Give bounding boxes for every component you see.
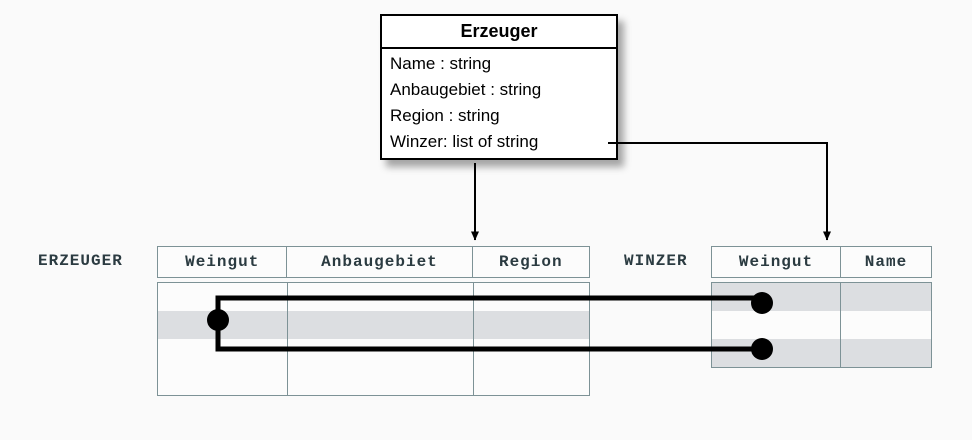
table-label-winzer: WINZER bbox=[624, 252, 688, 270]
uml-class-box-erzeuger: Erzeuger Name : string Anbaugebiet : str… bbox=[380, 14, 618, 160]
table-cell-name bbox=[841, 283, 931, 311]
column-header-weingut: Weingut bbox=[712, 247, 841, 277]
uml-class-name: Erzeuger bbox=[382, 16, 616, 49]
arrow-winzer-attribute-to-winzer-table bbox=[608, 142, 831, 241]
uml-attribute-name: Name : string bbox=[390, 53, 492, 73]
table-body-erzeuger bbox=[157, 282, 590, 396]
table-cell-region bbox=[474, 367, 589, 395]
table-cell-anbaugebiet bbox=[288, 339, 474, 367]
table-cell-weingut bbox=[158, 339, 288, 367]
table-row bbox=[158, 311, 589, 339]
uml-attribute-winzer: Winzer: list of string bbox=[390, 131, 539, 151]
table-cell-weingut bbox=[712, 339, 841, 367]
table-cell-weingut bbox=[712, 283, 841, 311]
table-cell-weingut bbox=[158, 283, 288, 311]
table-cell-weingut bbox=[158, 311, 288, 339]
table-cell-anbaugebiet bbox=[288, 367, 474, 395]
table-cell-region bbox=[474, 311, 589, 339]
column-header-weingut: Weingut bbox=[158, 247, 288, 277]
table-cell-weingut bbox=[712, 311, 841, 339]
table-row bbox=[158, 283, 589, 311]
table-row bbox=[712, 311, 931, 339]
table-row bbox=[712, 283, 931, 311]
table-cell-anbaugebiet bbox=[288, 311, 474, 339]
uml-attribute-region: Region : string bbox=[390, 105, 500, 125]
column-header-name: Name bbox=[864, 253, 908, 271]
table-cell-name bbox=[841, 311, 931, 339]
table-header-row-erzeuger: Weingut Anbaugebiet Region bbox=[157, 246, 590, 278]
table-cell-region bbox=[474, 283, 589, 311]
table-cell-name bbox=[841, 339, 931, 367]
relation-table-winzer: Weingut Name bbox=[711, 246, 932, 368]
uml-attribute-list: Name : string Anbaugebiet : string Regio… bbox=[382, 49, 616, 158]
table-cell-weingut bbox=[158, 367, 288, 395]
table-body-winzer bbox=[711, 282, 932, 368]
table-row bbox=[712, 339, 931, 367]
table-row bbox=[158, 367, 589, 395]
table-header-row-winzer: Weingut Name bbox=[711, 246, 932, 278]
table-label-erzeuger: ERZEUGER bbox=[38, 252, 123, 270]
column-header-region: Region bbox=[498, 253, 563, 271]
uml-attribute-anbaugebiet: Anbaugebiet : string bbox=[390, 79, 542, 99]
table-row bbox=[158, 339, 589, 367]
table-cell-anbaugebiet bbox=[288, 283, 474, 311]
table-cell-region bbox=[474, 339, 589, 367]
relation-table-erzeuger: Weingut Anbaugebiet Region bbox=[157, 246, 590, 396]
column-header-anbaugebiet: Anbaugebiet bbox=[287, 247, 473, 277]
